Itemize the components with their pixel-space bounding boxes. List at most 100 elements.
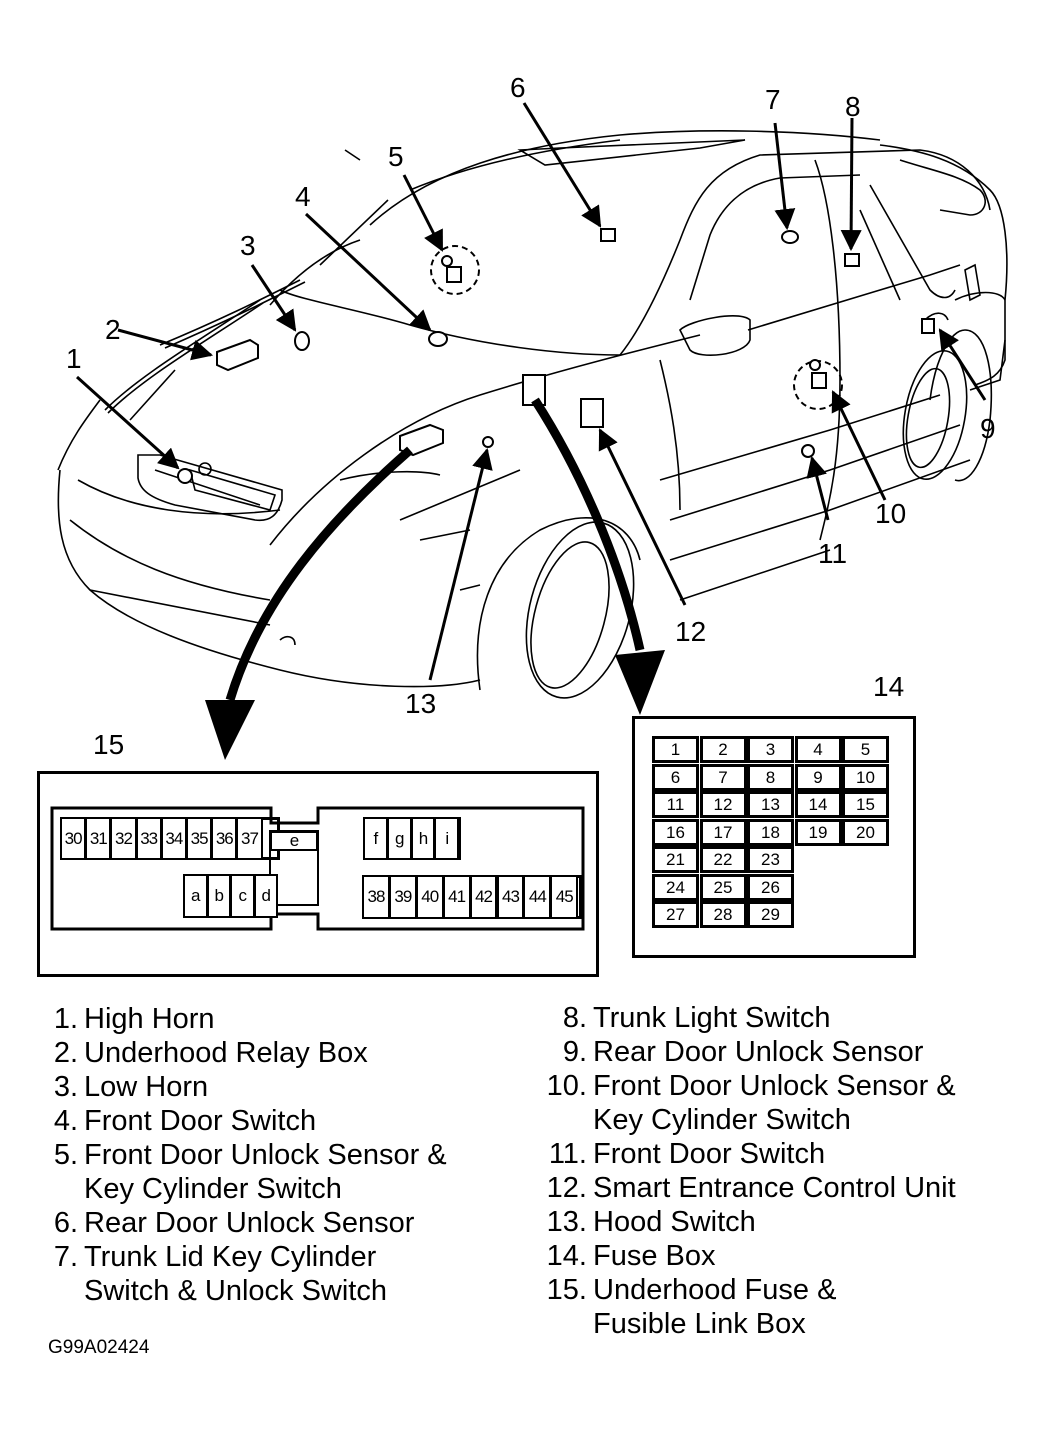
- legend-item: 3.Low Horn: [40, 1070, 208, 1104]
- callout-13: 13: [405, 688, 437, 719]
- legend-text: Smart Entrance Control Unit: [593, 1172, 956, 1204]
- fuse-14-slot: 10: [842, 763, 889, 791]
- front-unlock-sensor-circle: [430, 245, 480, 295]
- fuse-15-slot: a: [183, 874, 208, 918]
- fuse-15-slot: 40: [415, 875, 444, 919]
- fuse-14-slot: 19: [794, 818, 842, 846]
- fuse-14-slot: 13: [747, 791, 794, 818]
- fuse-14-slot: 28: [699, 901, 747, 928]
- fuse-14-slot: 4: [794, 736, 842, 763]
- fuse-14-slot: 8: [747, 763, 794, 791]
- fuse-14-slot: 5: [842, 736, 889, 763]
- fuse-15-slot: 41: [442, 875, 471, 919]
- callout-5: 5: [388, 141, 404, 172]
- fuse-14-slot: 11: [652, 791, 699, 818]
- legend-number: 7.: [53, 1241, 78, 1273]
- fuse-14-slot: 2: [699, 736, 747, 763]
- fuse-15-slot: 43: [496, 875, 525, 919]
- legend-text: Hood Switch: [593, 1206, 756, 1238]
- legend-text: Rear Door Unlock Sensor: [84, 1207, 415, 1239]
- legend-number: 3.: [53, 1071, 78, 1103]
- fuse-15-slot: 32: [110, 817, 137, 860]
- callout-2: 2: [105, 314, 121, 345]
- legend-number: 4.: [53, 1105, 78, 1137]
- fuse-14-slot: 23: [747, 846, 794, 873]
- fuse-15-slot: 39: [388, 875, 417, 919]
- trunk-light-switch-marker: [844, 253, 860, 267]
- fuse-15-slot: 35: [186, 817, 213, 860]
- legend-number: 1.: [53, 1003, 78, 1035]
- fuse-15-slot: 33: [135, 817, 162, 860]
- legend-text: Rear Door Unlock Sensor: [593, 1036, 924, 1068]
- legend-number: 13.: [546, 1206, 587, 1238]
- fuse-15-slot: 30: [60, 817, 87, 860]
- hood-switch-marker: [482, 436, 494, 448]
- component-markers: [177, 228, 935, 484]
- front-door-switch-marker: [428, 331, 448, 347]
- fuse-15-slot: 34: [160, 817, 187, 860]
- legend-number: 9.: [562, 1036, 587, 1068]
- fuse-14-slot: 24: [652, 873, 699, 901]
- key-cylinder-marker: [446, 266, 462, 283]
- callout-3: 3: [240, 230, 256, 261]
- fuse-14-slot: 16: [652, 818, 699, 846]
- high-horn-marker: [177, 468, 193, 484]
- fuse-14-slot: 7: [699, 763, 747, 791]
- legend-item: 15.Underhood Fuse & Fusible Link Box: [535, 1273, 837, 1341]
- leader-lines: [75, 102, 987, 681]
- legend-item: 1.High Horn: [40, 1002, 215, 1036]
- legend-text: Front Door Unlock Sensor & Key Cylinder …: [593, 1070, 956, 1136]
- fuse-14-slot: 27: [652, 901, 699, 928]
- fuse-box-14-label: 14: [873, 671, 905, 702]
- fuse-box-15-label: 15: [93, 729, 125, 760]
- fuse-14-slot: 17: [699, 818, 747, 846]
- legend-item: 10.Front Door Unlock Sensor & Key Cylind…: [535, 1069, 956, 1137]
- legend-text: Front Door Unlock Sensor & Key Cylinder …: [84, 1139, 447, 1205]
- legend-item: 14.Fuse Box: [535, 1239, 716, 1273]
- legend-text: Trunk Lid Key Cylinder Switch & Unlock S…: [84, 1241, 387, 1307]
- legend-item: 2.Underhood Relay Box: [40, 1036, 368, 1070]
- callout-8: 8: [845, 91, 861, 122]
- smart-entrance-control-unit-marker: [580, 398, 604, 428]
- car-body-outline: [57, 130, 1008, 699]
- fuse-15-slot: g: [386, 817, 412, 860]
- legend-text: High Horn: [84, 1003, 215, 1035]
- rear-door-unlock-sensor-marker: [921, 318, 935, 334]
- fuse-15-slot: i: [434, 817, 460, 860]
- control-unit-marker: [522, 374, 546, 406]
- relay-box-marker: [216, 338, 259, 372]
- rear-unlock-sensor-marker: [600, 228, 616, 242]
- fuse-15-slot: 42: [469, 875, 498, 919]
- callout-4: 4: [295, 181, 311, 212]
- fuse-14-slot: 20: [842, 818, 889, 846]
- big-arrows: [205, 397, 665, 760]
- fuse-box-14: [632, 716, 916, 958]
- fuse-15-slot: c: [230, 874, 255, 918]
- callout-12: 12: [675, 616, 707, 647]
- legend-item: 8.Trunk Light Switch: [535, 1001, 831, 1035]
- fuse-14-slot: 12: [699, 791, 747, 818]
- legend-number: 2.: [53, 1037, 78, 1069]
- fuse-14-slot: 3: [747, 736, 794, 763]
- callout-11: 11: [818, 538, 848, 569]
- legend-item: 13.Hood Switch: [535, 1205, 756, 1239]
- low-horn-marker: [294, 331, 310, 351]
- callout-10: 10: [875, 498, 907, 529]
- legend-text: Front Door Switch: [84, 1105, 317, 1137]
- fuse-15-slot: 38: [362, 875, 390, 919]
- callout-7: 7: [765, 84, 781, 115]
- fuse-15-slot: 31: [85, 817, 112, 860]
- legend-text: Fuse Box: [593, 1240, 716, 1272]
- legend-text: Front Door Switch: [593, 1138, 826, 1170]
- legend-item: 12.Smart Entrance Control Unit: [535, 1171, 956, 1205]
- callout-6: 6: [510, 72, 526, 103]
- fuse-14-slot: 15: [842, 791, 889, 818]
- fuse-15-slot: 36: [211, 817, 238, 860]
- fuse-14-slot: 25: [699, 873, 747, 901]
- legend-number: 10.: [546, 1070, 587, 1102]
- legend-number: 11.: [548, 1138, 587, 1170]
- fuse-15-slot: 37: [236, 817, 263, 860]
- fuse-14-slot: 1: [652, 736, 699, 763]
- front-unlock-sensor-marker: [441, 255, 453, 267]
- legend-item: 4.Front Door Switch: [40, 1104, 316, 1138]
